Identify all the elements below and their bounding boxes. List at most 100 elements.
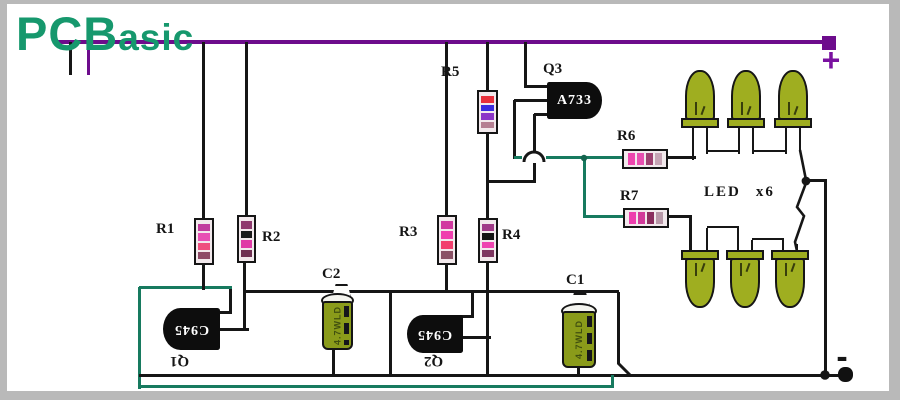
transistor-Q2-part: C945 <box>417 327 453 342</box>
label-R4: R4 <box>502 227 521 243</box>
label-C2: C2 <box>322 266 341 282</box>
resistor-band <box>482 241 494 249</box>
led-up <box>681 70 719 128</box>
resistor-band <box>655 153 662 165</box>
resistor-band <box>637 153 644 165</box>
transistor-Q3-part: A733 <box>556 92 593 108</box>
led-dome <box>685 70 715 120</box>
label-R7: R7 <box>620 188 639 204</box>
wire <box>485 262 489 377</box>
led-up <box>774 70 812 128</box>
wire <box>532 114 536 152</box>
resistor-band <box>481 104 494 111</box>
led-electrode <box>785 263 787 276</box>
resistor-band <box>629 212 636 224</box>
wire <box>525 84 549 88</box>
wire <box>751 240 753 252</box>
wire <box>460 335 491 339</box>
resistor-band <box>241 249 252 257</box>
led-up <box>727 70 765 128</box>
wire-teal <box>582 157 586 218</box>
wire-teal <box>137 287 141 389</box>
wire <box>753 150 787 152</box>
led-electrode <box>793 105 799 116</box>
resistor-R4 <box>478 218 498 263</box>
wire-teal <box>514 155 624 159</box>
resistor-band <box>482 250 494 257</box>
led-electrode <box>700 105 706 116</box>
resistor-R1 <box>194 218 214 265</box>
label-R2: R2 <box>262 229 281 245</box>
resistor-band <box>481 113 494 120</box>
logo-text-rest: asic <box>118 17 195 58</box>
resistor-R6 <box>622 149 668 169</box>
resistor-band <box>638 212 645 224</box>
resistor-band <box>628 153 635 165</box>
wire <box>68 42 72 75</box>
led-down <box>771 250 809 308</box>
label-R6: R6 <box>617 128 636 144</box>
wire <box>688 216 692 252</box>
wire <box>752 124 754 154</box>
wire <box>752 238 784 240</box>
wire <box>444 265 448 293</box>
led-down <box>681 250 719 308</box>
wire <box>460 314 474 318</box>
wire <box>806 178 827 182</box>
wire-teal <box>610 375 614 388</box>
logo-text-bold: PCB <box>16 7 119 60</box>
resistor-band <box>646 153 653 165</box>
capacitor-C1-marking: 4.7WLD <box>574 320 584 360</box>
wire <box>228 288 232 314</box>
wire <box>706 228 708 252</box>
resistor-band <box>198 242 210 250</box>
wire-positive <box>86 42 90 75</box>
wire <box>707 226 739 228</box>
wire <box>823 180 827 377</box>
wire <box>692 124 694 160</box>
led-down <box>726 250 764 308</box>
wire-teal <box>584 214 624 218</box>
capacitor-C1-body: 4.7WLD <box>562 311 596 368</box>
frame-edge-right <box>889 0 900 400</box>
capacitor-C2-marking: 4.7WLD <box>332 306 343 346</box>
resistor-R2 <box>237 215 256 263</box>
transistor-Q1: C945 <box>163 308 220 350</box>
resistor-band <box>482 232 494 240</box>
led-electrode <box>745 262 751 273</box>
label-R1: R1 <box>156 221 175 237</box>
wire-teal <box>139 384 614 388</box>
resistor-band <box>198 233 210 241</box>
led3-cathode-diagonal <box>798 149 808 181</box>
label-Q3: Q3 <box>543 61 563 77</box>
wire <box>470 292 474 318</box>
resistor-band <box>647 212 654 224</box>
wire-positive <box>57 40 831 44</box>
led-electrode <box>700 262 706 273</box>
wire <box>706 124 708 154</box>
transistor-Q3: A733 <box>547 82 602 119</box>
capacitor-C2-body: 4.7WLD <box>322 301 353 350</box>
label-led: LED <box>704 184 741 200</box>
wire <box>668 214 692 218</box>
wire <box>785 124 787 154</box>
led-dome <box>731 70 761 120</box>
wire <box>738 124 740 154</box>
resistor-band <box>482 224 494 231</box>
positive-terminal-pad <box>822 36 836 50</box>
wire <box>667 155 696 159</box>
led-electrode <box>741 102 743 115</box>
wire <box>444 42 448 216</box>
wire <box>782 240 784 252</box>
resistor-R3 <box>437 215 457 265</box>
resistor-band <box>241 221 252 229</box>
wire <box>388 292 392 377</box>
wire <box>244 289 619 293</box>
resistor-band <box>656 212 663 224</box>
wire <box>616 292 620 364</box>
led-electrode <box>695 263 697 276</box>
wire <box>217 327 249 331</box>
wire <box>514 98 549 102</box>
wire <box>201 264 205 290</box>
